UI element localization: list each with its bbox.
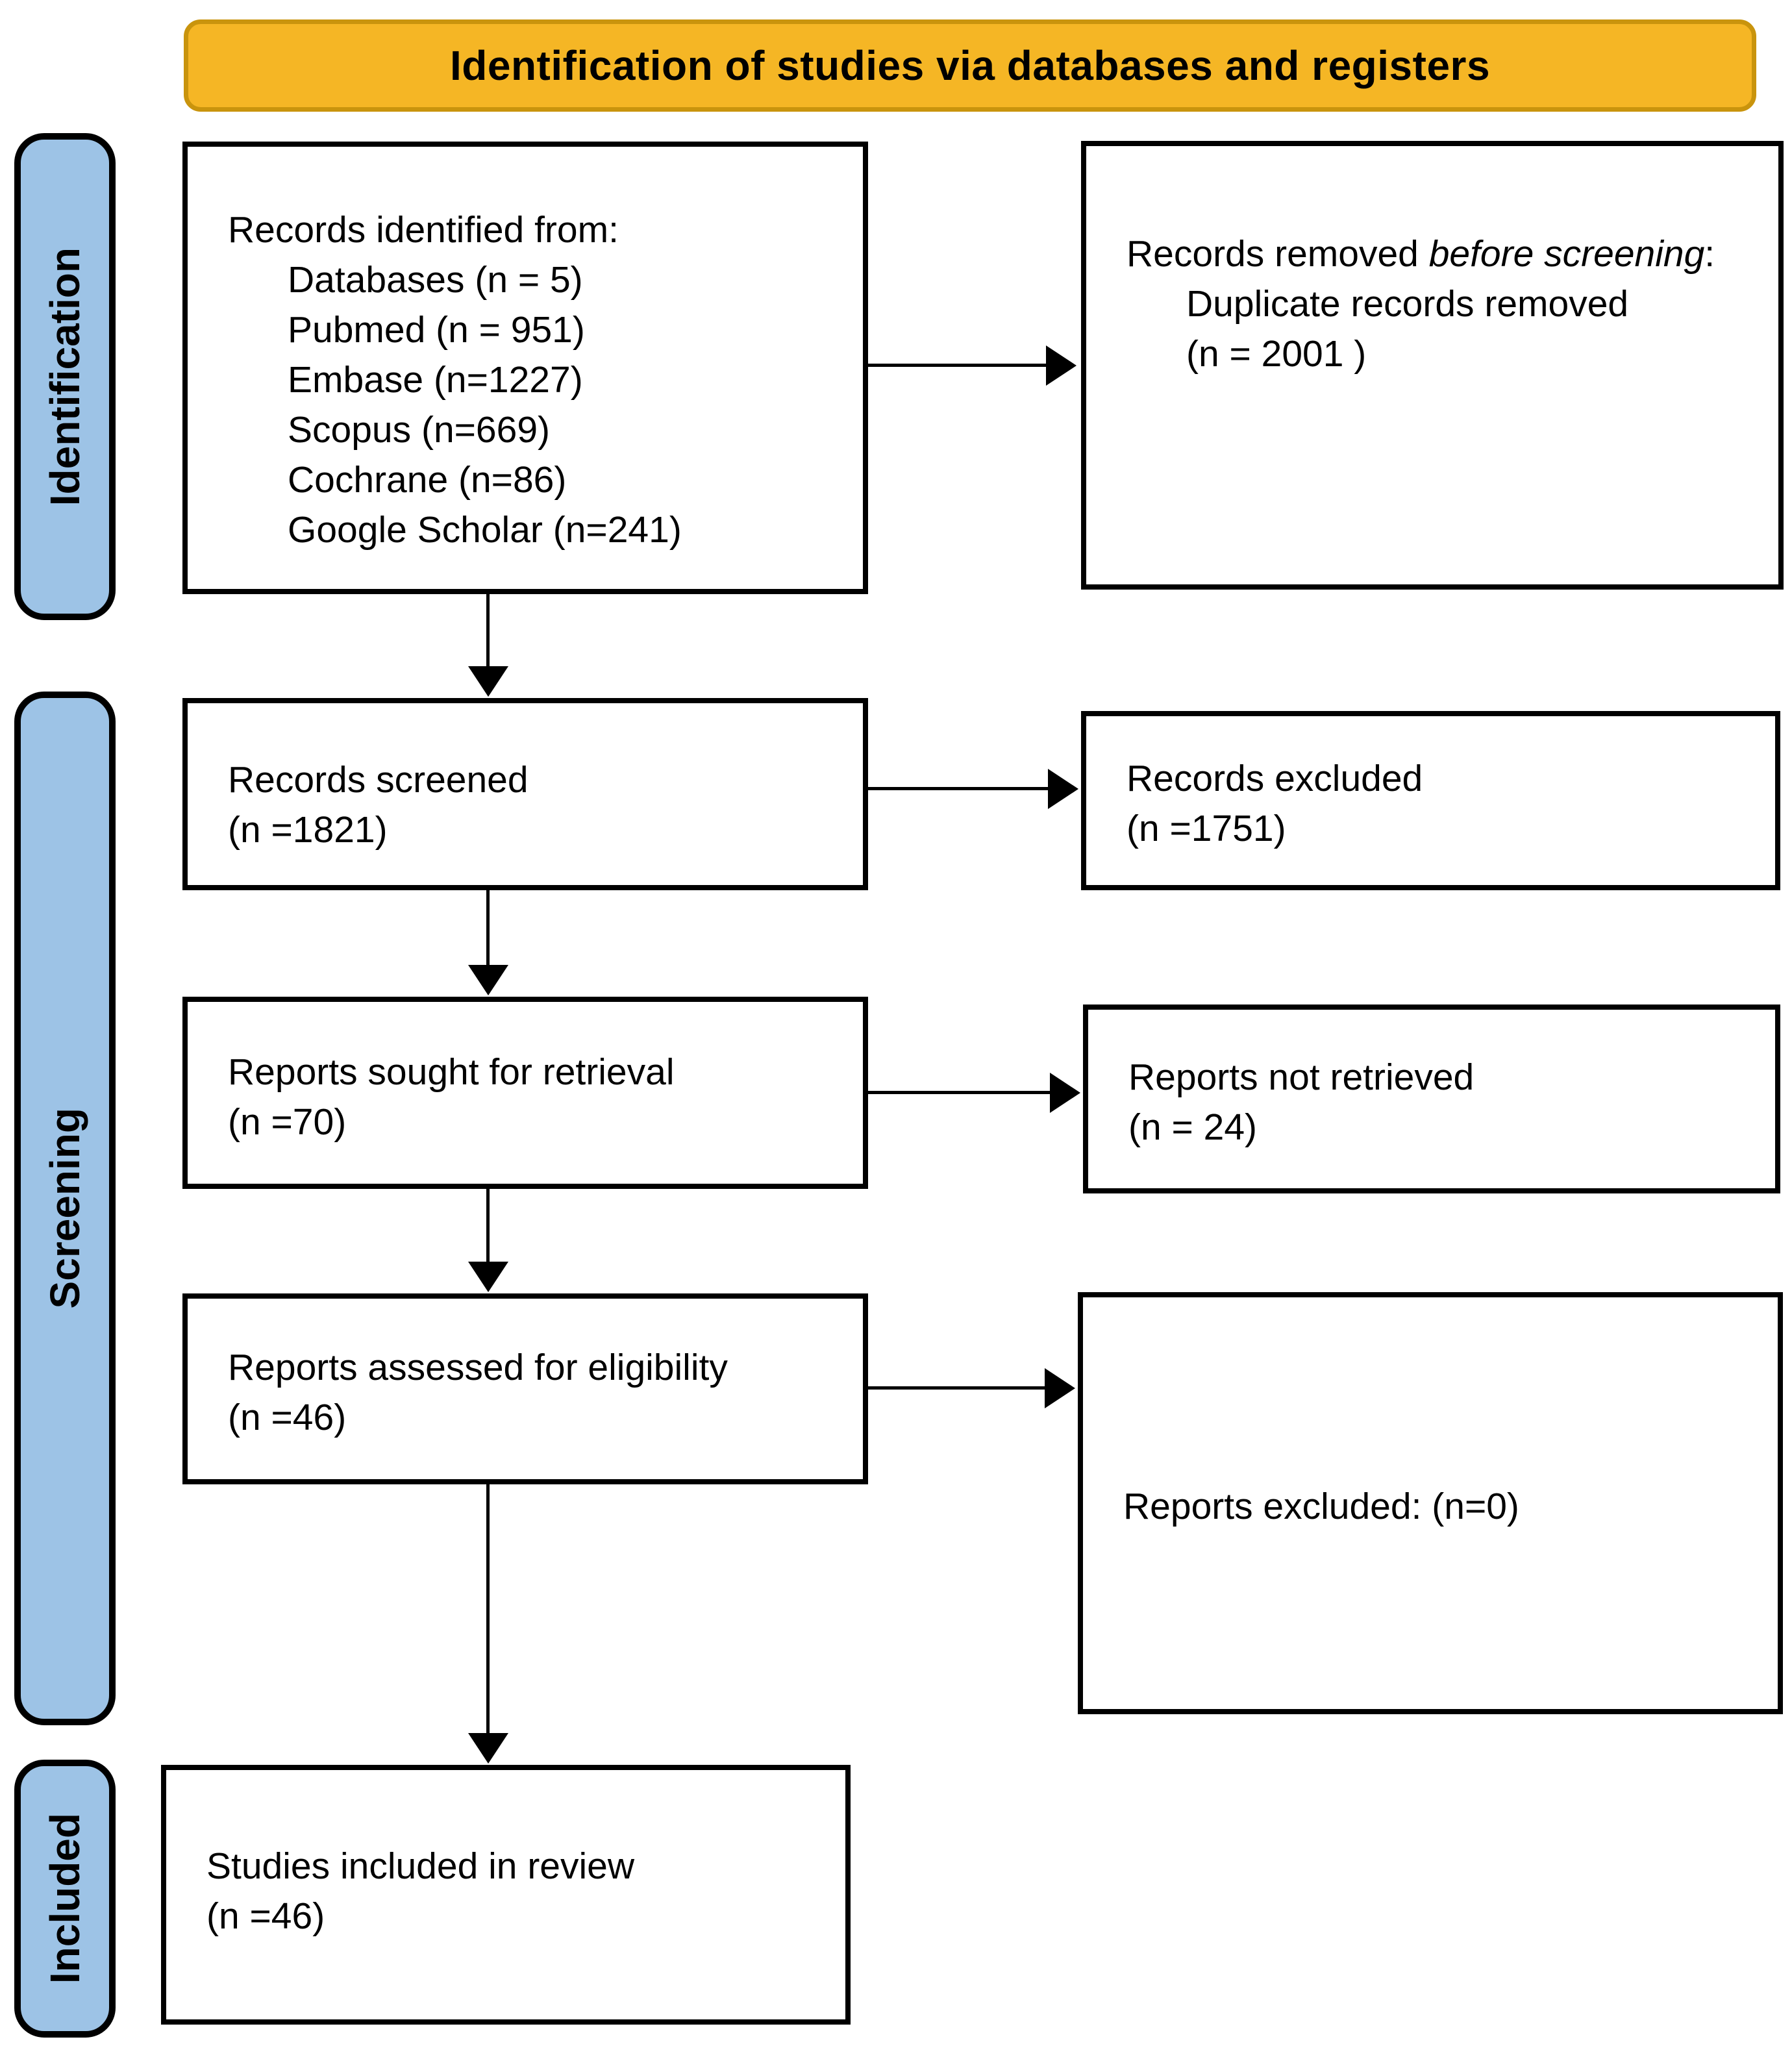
arrow-right-icon <box>1045 1368 1075 1408</box>
arrow-down-icon <box>468 965 508 995</box>
box-reports-excluded: Reports excluded: (n=0) <box>1078 1292 1783 1714</box>
arrow-down-icon <box>468 1262 508 1292</box>
arrow-identified-to-removed-line <box>866 364 1049 367</box>
records-screened-line: Records screened <box>228 759 529 801</box>
stage-bar-included: Included <box>14 1760 116 2038</box>
records-removed-suffix: : <box>1704 233 1715 275</box>
stage-label-included: Included <box>42 1813 88 1984</box>
reports-sought-line: Reports sought for retrieval <box>228 1051 675 1093</box>
arrow-right-icon <box>1046 345 1076 386</box>
records-identified-item: Scopus (n=669) <box>288 409 551 451</box>
reports-assessed-count: (n =46) <box>228 1397 347 1438</box>
reports-excluded-line: Reports excluded: (n=0) <box>1123 1486 1519 1527</box>
box-reports-not-retrieved: Reports not retrieved (n = 24) <box>1083 1005 1780 1193</box>
records-screened-count: (n =1821) <box>228 809 388 851</box>
records-removed-italic: before screening <box>1428 233 1705 275</box>
box-reports-assessed: Reports assessed for eligibility (n =46) <box>182 1293 868 1484</box>
records-identified-title: Records identified from: <box>228 209 619 251</box>
arrow-identified-to-screened-line <box>486 594 490 670</box>
records-identified-item: Embase (n=1227) <box>288 359 583 401</box>
arrow-sought-to-assessed-line <box>486 1188 490 1266</box>
box-records-removed: Records removed before screening: Duplic… <box>1081 141 1784 590</box>
box-records-identified: Records identified from: Databases (n = … <box>182 142 868 594</box>
records-removed-title: Records removed before screening: <box>1126 229 1759 279</box>
arrow-screened-to-excluded-line <box>866 787 1051 790</box>
stage-bar-screening: Screening <box>14 692 116 1725</box>
reports-assessed-line: Reports assessed for eligibility <box>228 1347 728 1388</box>
banner-title: Identification of studies via databases … <box>449 42 1491 89</box>
stage-label-identification: Identification <box>42 247 88 506</box>
records-identified-item: Cochrane (n=86) <box>288 459 567 501</box>
arrow-down-icon <box>468 666 508 697</box>
records-identified-item: Google Scholar (n=241) <box>288 509 682 551</box>
records-removed-item: (n = 2001 ) <box>1186 333 1367 375</box>
box-studies-included: Studies included in review (n =46) <box>161 1765 851 2025</box>
arrow-assessed-to-excluded-line <box>866 1386 1049 1390</box>
box-records-screened: Records screened (n =1821) <box>182 698 868 890</box>
stage-bar-identification: Identification <box>14 133 116 620</box>
studies-included-line: Studies included in review <box>206 1845 635 1887</box>
arrow-down-icon <box>468 1733 508 1764</box>
box-reports-sought: Reports sought for retrieval (n =70) <box>182 997 868 1189</box>
reports-sought-count: (n =70) <box>228 1101 347 1143</box>
records-identified-item: Pubmed (n = 951) <box>288 309 585 351</box>
reports-not-retrieved-line: Reports not retrieved <box>1128 1056 1475 1098</box>
arrow-screened-to-sought-line <box>486 890 490 969</box>
records-removed-item: Duplicate records removed <box>1186 283 1629 325</box>
records-excluded-count: (n =1751) <box>1126 808 1286 849</box>
banner: Identification of studies via databases … <box>184 19 1756 112</box>
records-identified-item: Databases (n = 5) <box>288 259 583 301</box>
records-excluded-line: Records excluded <box>1126 758 1423 799</box>
arrow-sought-to-notretrieved-line <box>866 1091 1053 1094</box>
records-removed-prefix: Records removed <box>1126 233 1429 275</box>
arrow-right-icon <box>1048 769 1078 809</box>
reports-not-retrieved-count: (n = 24) <box>1128 1106 1258 1148</box>
stage-label-screening: Screening <box>42 1108 88 1309</box>
arrow-assessed-to-included-line <box>486 1484 490 1737</box>
studies-included-count: (n =46) <box>206 1895 325 1937</box>
box-records-excluded: Records excluded (n =1751) <box>1081 711 1780 890</box>
arrow-right-icon <box>1050 1073 1080 1113</box>
